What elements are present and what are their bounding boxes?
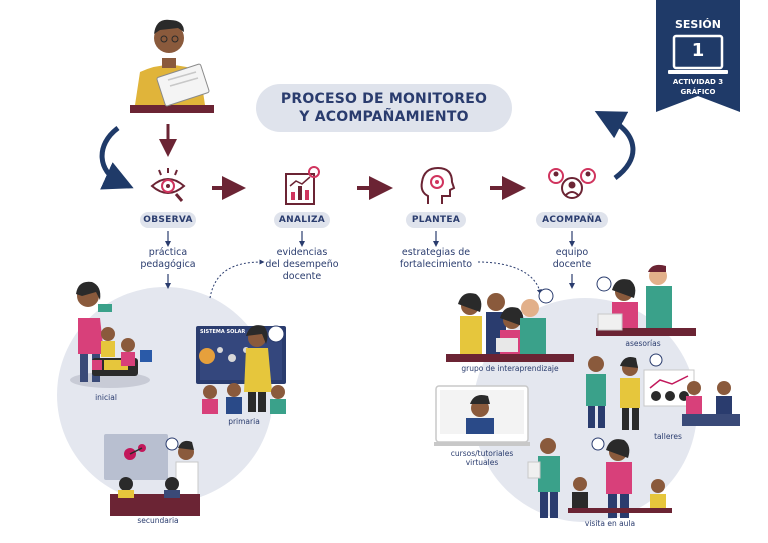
caption-secundaria: secundaria (137, 516, 179, 525)
curve-arrow-left (99, 125, 134, 190)
step-analiza: ANALIZA (274, 212, 330, 228)
desc-acompana: equipo docente (522, 247, 622, 271)
caption-cursos-2: virtuales (465, 458, 499, 467)
caption-visita: visita en aula (584, 519, 636, 528)
desc-analiza-2: del desempeño (265, 259, 339, 270)
caption-talleres: talleres (654, 432, 682, 441)
secundaria-illustration (104, 434, 200, 516)
team-icon (548, 168, 596, 199)
screen-title: SISTEMA SOLAR (200, 329, 246, 335)
desc-acompana-2: docente (552, 259, 592, 270)
caption-cursos: cursos/tutoriales virtuales (436, 449, 528, 467)
desc-analiza: evidencias del desempeño docente (244, 247, 360, 283)
desc-plantea: estrategias de fortalecimiento (380, 247, 492, 271)
desc-plantea-2: fortalecimiento (399, 259, 473, 270)
curve-arrow-right (594, 110, 636, 181)
caption-asesorias: asesorías (625, 339, 661, 348)
badge-number: 1 (691, 40, 705, 61)
teacher-illustration (130, 19, 214, 113)
eye-icon (150, 168, 186, 202)
chart-board-icon (285, 166, 320, 205)
caption-inicial: inicial (95, 393, 117, 402)
desc-observa-1: práctica (148, 247, 188, 258)
visita-illustration (527, 437, 672, 518)
desc-analiza-1: evidencias (276, 247, 328, 258)
badge-session: SESIÓN (674, 18, 721, 31)
badge-activity: ACTIVIDAD 3 (672, 78, 724, 86)
primaria-illustration (196, 325, 286, 414)
desc-acompana-1: equipo (555, 247, 589, 258)
desc-observa-2: pedagógica (140, 259, 196, 270)
badge-type: GRÁFICO (680, 88, 716, 96)
title-line-2: Y ACOMPAÑAMIENTO (299, 109, 469, 125)
desc-observa: práctica pedagógica (118, 247, 218, 271)
grupo-illustration (446, 288, 574, 362)
desc-analiza-3: docente (282, 271, 322, 282)
asesorias-illustration (596, 264, 696, 336)
inicial-illustration (70, 281, 152, 388)
talleres-illustration (586, 353, 740, 430)
desc-plantea-1: estrategias de (401, 247, 471, 258)
session-badge (656, 0, 740, 112)
page-title: PROCESO DE MONITOREO Y ACOMPAÑAMIENTO (256, 84, 512, 132)
dotted-connector-right (477, 261, 542, 295)
cursos-illustration (434, 385, 530, 446)
title-line-1: PROCESO DE MONITOREO (280, 91, 488, 107)
caption-grupo: grupo de interaprendizaje (461, 364, 559, 373)
caption-primaria: primaria (228, 417, 260, 426)
step-acompana: ACOMPAÑA (536, 212, 608, 228)
caption-cursos-1: cursos/tutoriales (450, 449, 514, 458)
step-plantea: PLANTEA (406, 212, 466, 228)
step-observa: OBSERVA (140, 212, 196, 228)
head-gear-icon (420, 166, 456, 204)
